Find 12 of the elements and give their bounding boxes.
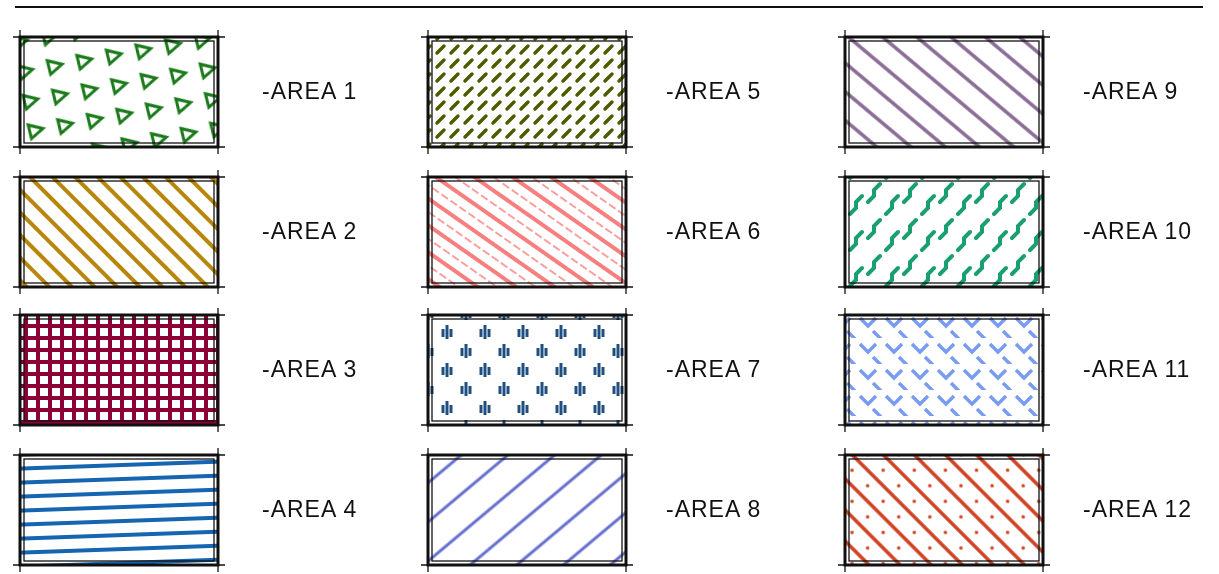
legend-label: -AREA 10 xyxy=(1083,218,1192,245)
legend-label: -AREA 5 xyxy=(666,78,762,105)
legend-label: -AREA 6 xyxy=(666,218,762,245)
legend-label: -AREA 9 xyxy=(1083,78,1179,105)
legend-label: -AREA 11 xyxy=(1083,356,1191,383)
legend-label: -AREA 3 xyxy=(262,356,358,383)
legend-label: -AREA 1 xyxy=(262,78,358,105)
legend-label: -AREA 12 xyxy=(1083,496,1192,523)
legend-label: -AREA 4 xyxy=(262,496,358,523)
legend-label: -AREA 7 xyxy=(666,356,762,383)
legend-label: -AREA 8 xyxy=(666,496,762,523)
legend-label: -AREA 2 xyxy=(262,218,358,245)
